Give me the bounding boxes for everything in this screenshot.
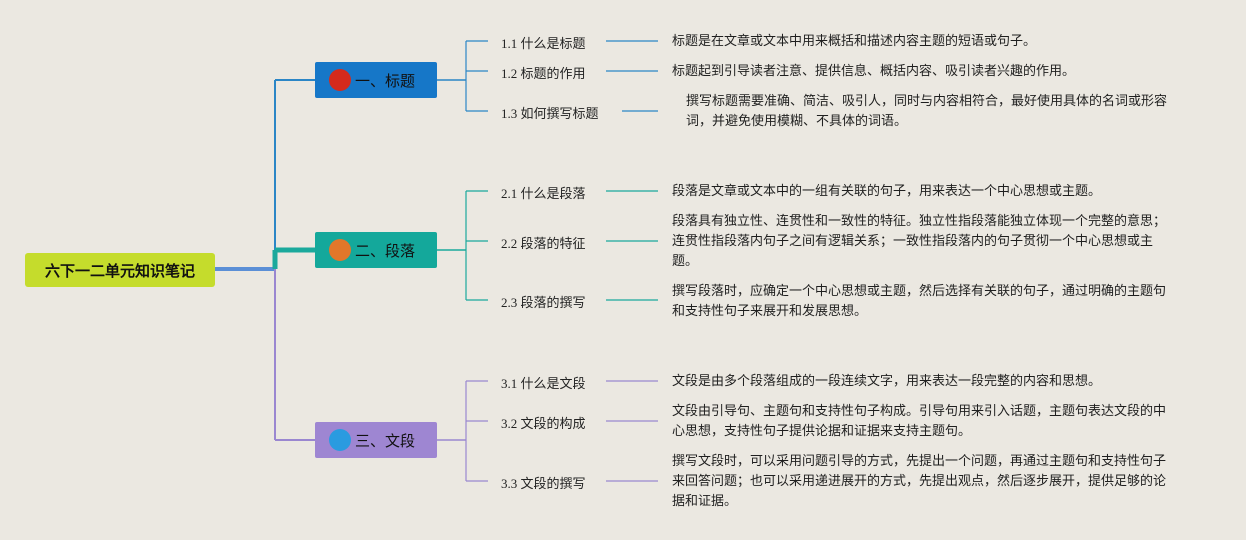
branch-label: 三、文段 [355,431,416,450]
branch-node-title[interactable]: 1 一、标题 [315,62,437,98]
branch-node-passage[interactable]: 3 三、文段 [315,422,437,458]
leaf-note: 撰写段落时，应确定一个中心思想或主题，然后选择有关联的句子，通过明确的主题句和支… [672,284,1167,319]
leaf-note: 撰写文段时，可以采用问题引导的方式，先提出一个问题，再通过主题句和支持性句子来回… [672,454,1167,509]
root-node[interactable]: 六下一二单元知识笔记 [25,253,215,287]
branch-label: 一、标题 [355,71,416,90]
sub-topic[interactable]: 3.3 文段的撰写 [501,476,586,491]
leaf-note: 撰写标题需要准确、简洁、吸引人，同时与内容相符合，最好使用具体的名词或形容词，并… [686,94,1168,129]
leaf-note: 段落具有独立性、连贯性和一致性的特征。独立性指段落能独立体现一个完整的意思；连贯… [672,214,1167,269]
sub-topic[interactable]: 3.1 什么是文段 [501,376,586,391]
branch-label: 二、段落 [355,241,416,260]
leaf-note: 标题起到引导读者注意、提供信息、概括内容、吸引读者兴趣的作用。 [672,64,1076,79]
badge-number: 1 [329,69,351,91]
sub-topic[interactable]: 3.2 文段的构成 [501,416,586,431]
sub-topic[interactable]: 1.2 标题的作用 [501,66,586,81]
sub-topic[interactable]: 1.1 什么是标题 [501,36,586,51]
leaf-note: 段落是文章或文本中的一组有关联的句子，用来表达一个中心思想或主题。 [672,184,1102,199]
sub-topic[interactable]: 1.3 如何撰写标题 [501,106,599,121]
sub-topic[interactable]: 2.2 段落的特征 [501,236,586,251]
branch-node-paragraph[interactable]: 2 二、段落 [315,232,437,268]
sub-topic[interactable]: 2.1 什么是段落 [501,186,586,201]
badge-number: 2 [329,239,351,261]
badge-number: 3 [329,429,351,451]
leaf-note: 标题是在文章或文本中用来概括和描述内容主题的短语或句子。 [672,34,1037,49]
leaf-note: 文段由引导句、主题句和支持性句子构成。引导句用来引入话题，主题句表达文段的中心思… [672,404,1167,439]
sub-topic[interactable]: 2.3 段落的撰写 [501,295,586,310]
leaf-note: 文段是由多个段落组成的一段连续文字，用来表达一段完整的内容和思想。 [672,374,1102,389]
